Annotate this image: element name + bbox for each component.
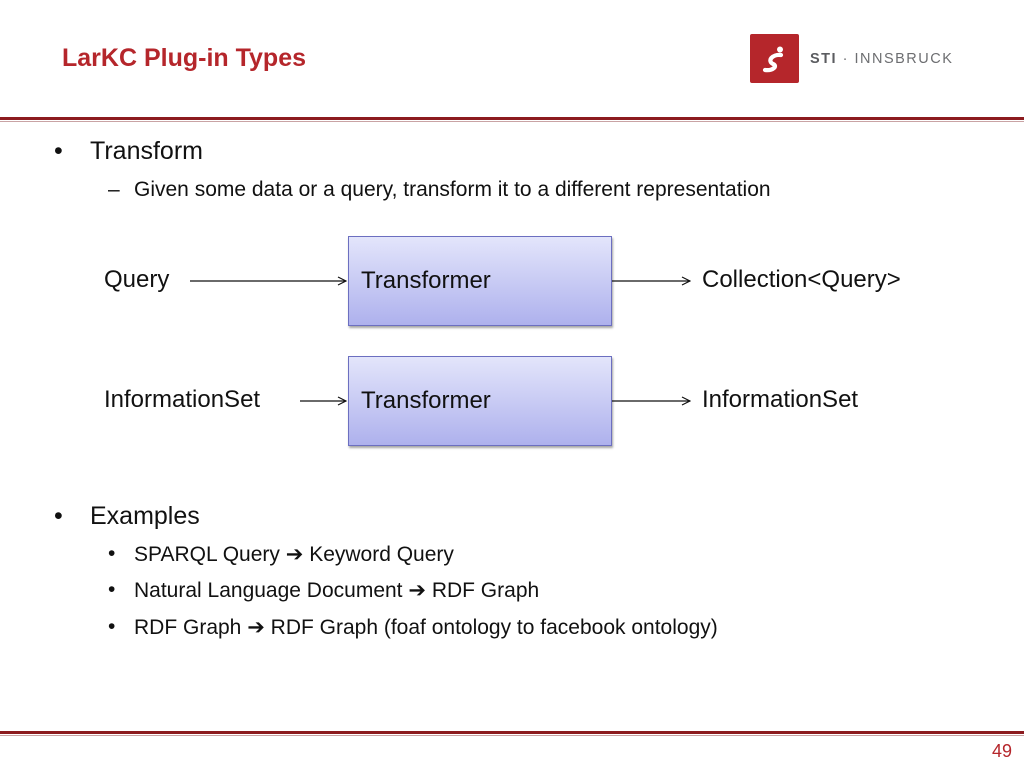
label-infoset-input: InformationSet — [104, 386, 261, 413]
example-to: RDF Graph (foaf ontology to facebook ont… — [270, 616, 718, 639]
label-infoset-output: InformationSet — [702, 386, 859, 413]
logo-brand: STI — [810, 50, 838, 67]
transformer-label: Transformer — [361, 267, 491, 294]
transformer-label: Transformer — [361, 387, 491, 414]
arrow-icon: ➔ — [285, 543, 304, 566]
sti-logo-icon — [750, 34, 799, 83]
example-from: SPARQL Query — [134, 543, 280, 566]
example-from: Natural Language Document — [134, 579, 403, 602]
logo-location: INNSBRUCK — [854, 50, 954, 67]
example-to: Keyword Query — [309, 543, 454, 566]
example-item: • Natural Language Document ➔ RDF Graph — [108, 578, 540, 603]
sub-bullet-mark: • — [108, 578, 116, 601]
dash-mark: – — [108, 178, 120, 201]
example-to: RDF Graph — [431, 579, 540, 602]
bullet-mark: • — [54, 137, 63, 165]
sti-logo: STI · INNSBRUCK — [750, 34, 953, 83]
footer-rule — [0, 731, 1024, 734]
header-rule-light — [0, 121, 1024, 122]
sti-logo-text: STI · INNSBRUCK — [810, 51, 953, 67]
label-collection-output: Collection<Query> — [702, 266, 901, 293]
footer-rule-light — [0, 735, 1024, 736]
header-rule — [0, 117, 1024, 120]
arrow-icon: ➔ — [247, 616, 265, 639]
logo-separator: · — [842, 50, 849, 67]
bullet-mark: • — [54, 502, 63, 530]
page-number: 49 — [991, 741, 1012, 761]
bullet-examples-text: Examples — [90, 502, 200, 530]
label-query-input: Query — [104, 266, 170, 293]
bullet-examples: • Examples — [54, 502, 200, 531]
bullet-transform-text: Transform — [90, 137, 203, 165]
example-item: • RDF Graph ➔ RDF Graph (foaf ontology t… — [108, 615, 718, 640]
sub-bullet-mark: • — [108, 615, 116, 638]
arrow-icon: ➔ — [408, 579, 426, 602]
example-item: • SPARQL Query ➔ Keyword Query — [108, 542, 454, 567]
slide-title: LarKC Plug-in Types — [62, 44, 307, 72]
transformer-box-infoset: Transformer — [348, 356, 612, 446]
transformer-box-query: Transformer — [348, 236, 612, 326]
description-text: Given some data or a query, transform it… — [134, 178, 771, 201]
sub-bullet-mark: • — [108, 542, 116, 565]
example-from: RDF Graph — [134, 616, 242, 639]
sub-bullet-description: – Given some data or a query, transform … — [108, 178, 771, 202]
bullet-transform: • Transform — [54, 137, 203, 166]
